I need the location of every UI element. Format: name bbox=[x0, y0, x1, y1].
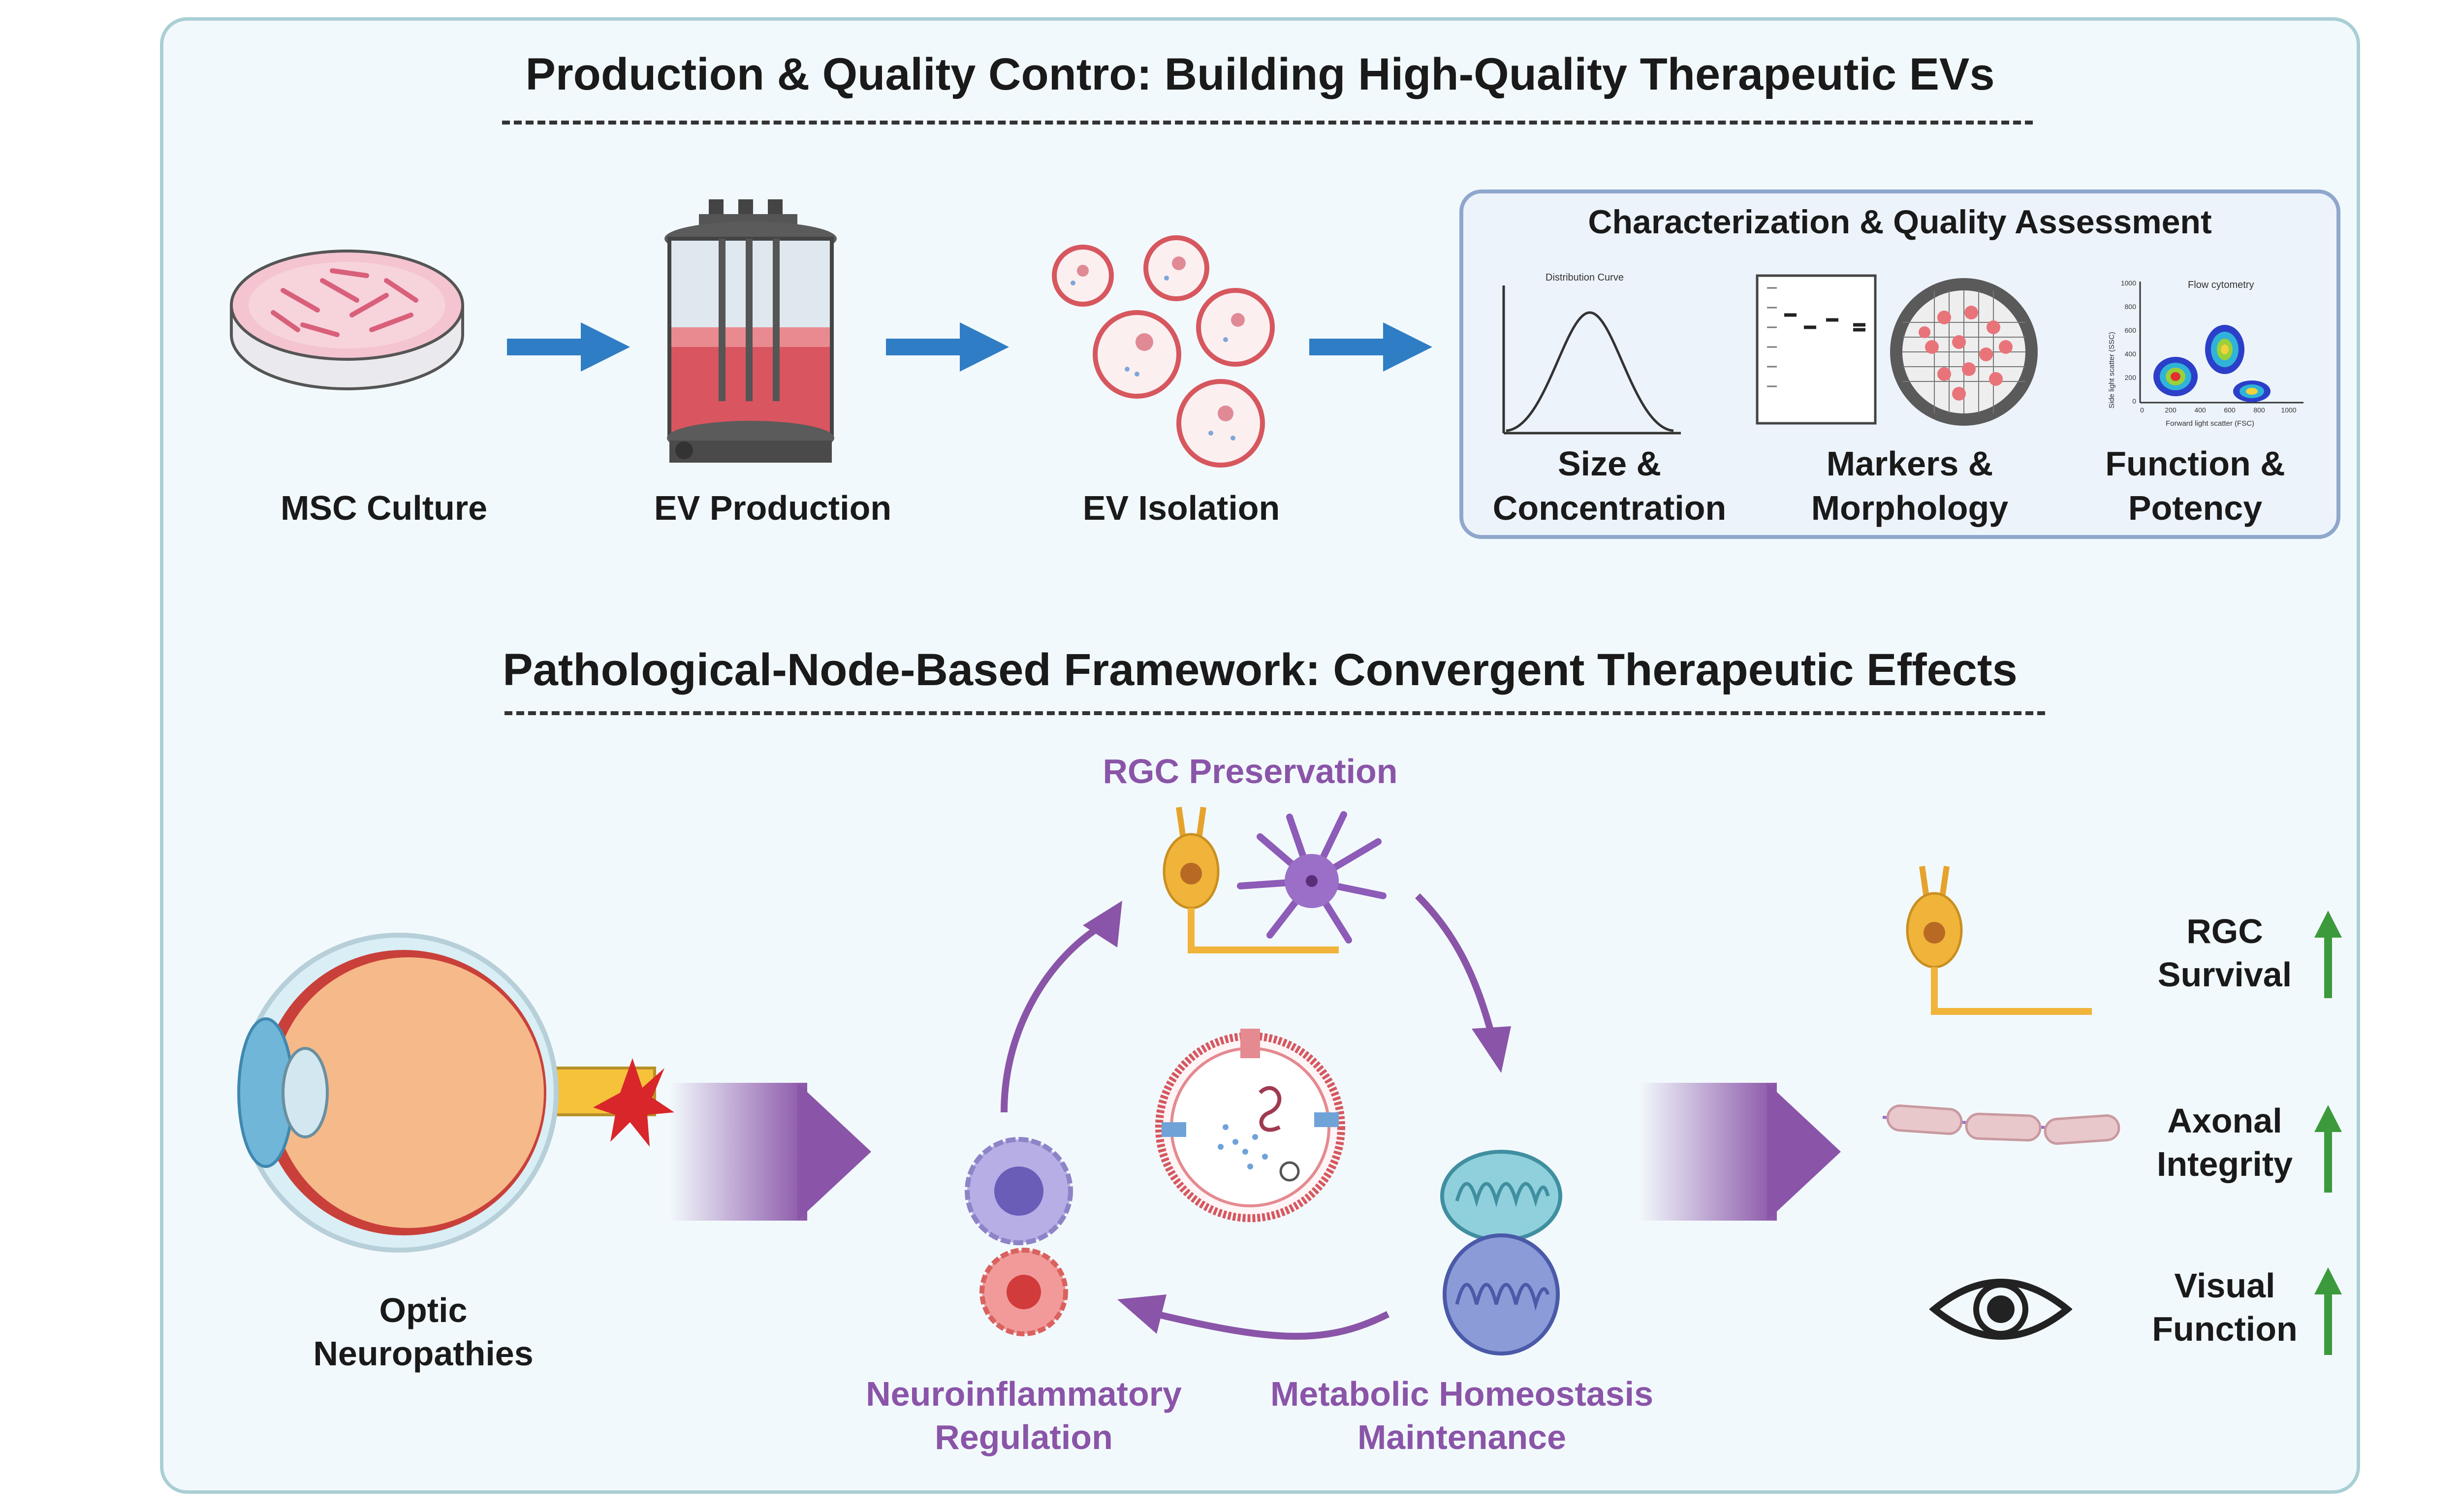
inflammatory-cell-icon bbox=[979, 1248, 1068, 1336]
rgc-preservation-label: RGC Preservation bbox=[1103, 752, 1398, 790]
eye-icon bbox=[1929, 1279, 2072, 1340]
function-label-1: Function & bbox=[2105, 444, 2285, 483]
bioreactor-icon bbox=[664, 199, 837, 463]
optic-label-1: Optic bbox=[379, 1291, 468, 1329]
metabolic-label-1: Metabolic Homeostasis bbox=[1270, 1375, 1653, 1413]
size-label-1: Size & bbox=[1557, 444, 1662, 483]
outcome-label-3a: Visual bbox=[2174, 1266, 2275, 1305]
qa-title: Characterization & Quality Assessment bbox=[1588, 203, 2212, 241]
outcome-label-2a: Axonal bbox=[2167, 1102, 2282, 1140]
arrow-right-icon bbox=[886, 322, 1009, 372]
flow-xtick: 400 bbox=[2194, 406, 2206, 414]
flow-ytick: 1000 bbox=[2121, 279, 2136, 287]
microglia-cell-icon bbox=[1237, 811, 1387, 944]
distribution-curve-plot: Distribution Curve bbox=[1502, 272, 1681, 435]
up-arrow-icon bbox=[2314, 1267, 2342, 1355]
flow-ylabel: Side light scatter (SSC) bbox=[2108, 332, 2116, 409]
section1-title: Production & Quality Contro: Building Hi… bbox=[525, 49, 1995, 99]
outcome-label-1a: RGC bbox=[2186, 912, 2263, 950]
outcome-label-1b: Survival bbox=[2157, 955, 2292, 994]
arrow-right-icon bbox=[669, 1083, 871, 1221]
ev-isolation-label: EV Isolation bbox=[1082, 489, 1280, 527]
section2-divider bbox=[505, 711, 2045, 715]
size-label-2: Concentration bbox=[1492, 489, 1727, 527]
up-arrow-icon bbox=[2314, 1105, 2342, 1193]
markers-label-2: Morphology bbox=[1811, 489, 2009, 527]
flow-xtick: 0 bbox=[2140, 406, 2144, 414]
flow-ytick: 800 bbox=[2125, 303, 2137, 311]
up-arrow-icon bbox=[2314, 911, 2342, 998]
neuroinflammatory-label-1: Neuroinflammatory bbox=[866, 1375, 1182, 1413]
extracellular-vesicles-icon bbox=[1052, 235, 1275, 468]
flow-xlabel: Forward light scatter (FSC) bbox=[2166, 419, 2254, 428]
function-label-2: Potency bbox=[2128, 489, 2263, 527]
eye-anatomy-icon bbox=[237, 933, 674, 1253]
section1-divider bbox=[502, 121, 2033, 125]
flow-xtick: 800 bbox=[2253, 406, 2265, 414]
distribution-curve-title: Distribution Curve bbox=[1546, 272, 1624, 283]
flow-cytometry-plot: Flow cytometry Side light scatter (SSC) … bbox=[2108, 279, 2303, 428]
neuroinflammatory-label-2: Regulation bbox=[935, 1418, 1113, 1456]
outcome-label-2b: Integrity bbox=[2156, 1145, 2293, 1183]
arrow-right-icon bbox=[507, 322, 630, 372]
markers-label-1: Markers & bbox=[1826, 444, 1993, 483]
mitochondrion-icon bbox=[1443, 1233, 1560, 1355]
flow-xtick: 600 bbox=[2224, 406, 2236, 414]
ev-production-label: EV Production bbox=[654, 489, 892, 527]
section2-title: Pathological-Node-Based Framework: Conve… bbox=[503, 645, 2018, 695]
flow-title: Flow cytometry bbox=[2188, 280, 2254, 290]
electron-micrograph-grid-icon bbox=[1890, 278, 2038, 426]
flow-ytick: 600 bbox=[2125, 326, 2137, 334]
flow-ytick: 400 bbox=[2125, 350, 2137, 358]
optic-label-2: Neuropathies bbox=[313, 1334, 534, 1373]
flow-xtick: 200 bbox=[2165, 406, 2177, 414]
flow-ytick: 0 bbox=[2132, 397, 2136, 405]
msc-culture-label: MSC Culture bbox=[281, 489, 487, 527]
outcome-label-3b: Function bbox=[2152, 1310, 2298, 1348]
flow-ytick: 200 bbox=[2125, 374, 2137, 381]
metabolic-label-2: Maintenance bbox=[1357, 1418, 1566, 1456]
extracellular-vesicle-icon bbox=[1155, 1029, 1345, 1222]
retinal-ganglion-cell-icon bbox=[1906, 866, 2092, 1015]
western-blot-icon bbox=[1756, 274, 1877, 425]
flow-xtick: 1000 bbox=[2281, 406, 2296, 414]
immune-cell-icon bbox=[965, 1137, 1073, 1245]
retinal-ganglion-cell-icon bbox=[1163, 807, 1339, 953]
axon-myelin-icon bbox=[1882, 1104, 2120, 1145]
petri-dish-icon bbox=[230, 250, 464, 390]
arrow-right-icon bbox=[1309, 322, 1432, 372]
arrow-right-icon bbox=[1639, 1083, 1841, 1221]
cycle-arrows bbox=[1001, 893, 1511, 1340]
